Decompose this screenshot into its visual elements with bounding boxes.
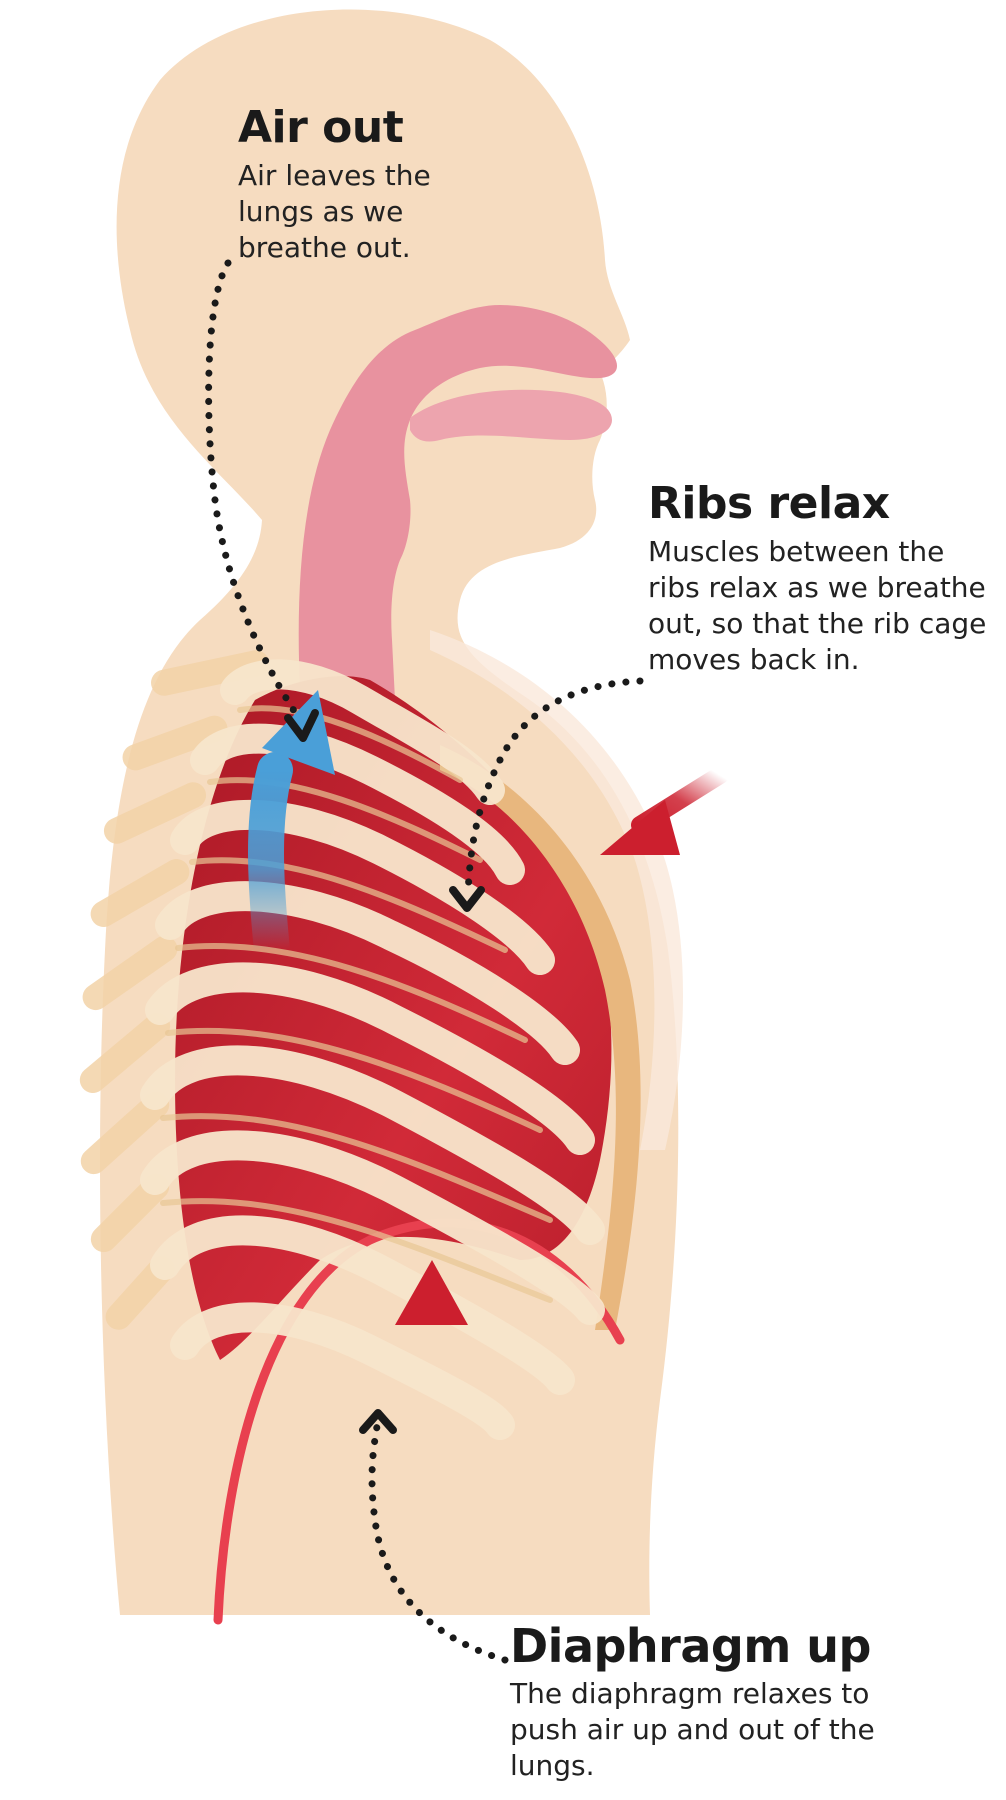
ribs-relax-title: Ribs relax <box>648 478 1003 530</box>
air-out-text: Air leaves the lungs as we breathe out. <box>238 158 468 266</box>
ribs-relax-label: Ribs relax Muscles between the ribs rela… <box>648 478 1003 678</box>
diaphragm-up-title: Diaphragm up <box>510 1620 910 1672</box>
air-out-label: Air out Air leaves the lungs as we breat… <box>238 102 468 266</box>
ribs-relax-text: Muscles between the ribs relax as we bre… <box>648 534 1003 678</box>
air-out-title: Air out <box>238 102 468 154</box>
diaphragm-up-label: Diaphragm up The diaphragm relaxes to pu… <box>510 1620 910 1784</box>
diaphragm-up-text: The diaphragm relaxes to push air up and… <box>510 1676 910 1784</box>
